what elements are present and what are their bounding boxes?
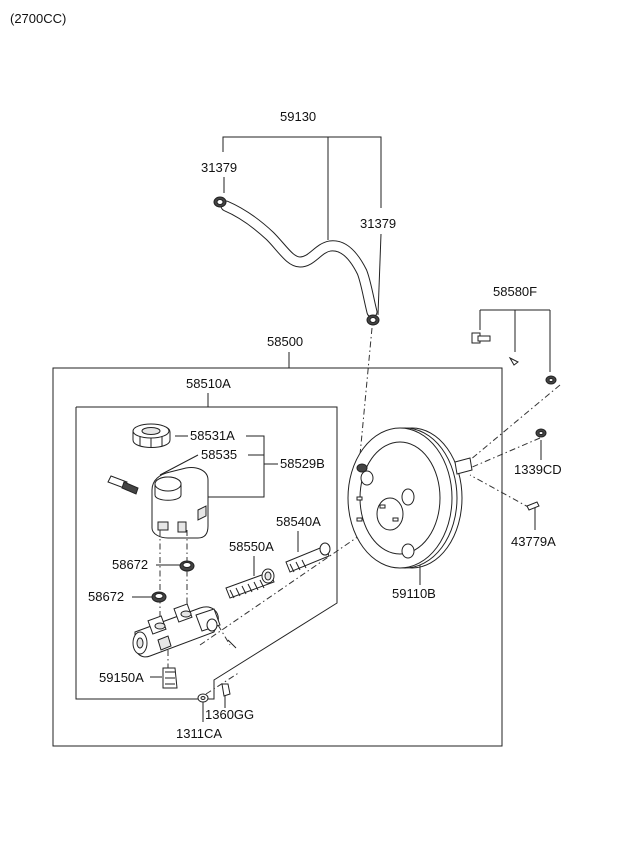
- assembly-frame-58500: [52, 367, 503, 747]
- label-58550A: 58550A: [229, 539, 274, 554]
- nut-icon-1339CD: [535, 428, 547, 438]
- variant-label: (2700CC): [10, 11, 66, 26]
- master-cylinder-icon: [132, 603, 221, 658]
- label-1360GG: 1360GG: [205, 707, 254, 722]
- label-58580F: 58580F: [493, 284, 537, 299]
- label-58531A: 58531A: [190, 428, 235, 443]
- mounting-group-58580F: 58580F 1339CD 43779A: [469, 284, 562, 549]
- grommet-icon-lower: [151, 591, 167, 603]
- label-58510A: 58510A: [186, 376, 231, 391]
- label-59130: 59130: [280, 109, 316, 124]
- label-31379-right: 31379: [360, 216, 396, 231]
- washer-icon-1360GG: [221, 683, 231, 697]
- label-43779A: 43779A: [511, 534, 556, 549]
- fitting-icon-59150A: [162, 667, 178, 689]
- label-59110B: 59110B: [392, 586, 436, 601]
- label-1339CD: 1339CD: [514, 462, 562, 477]
- nut-icon-1311CA: [197, 693, 209, 703]
- label-58540A: 58540A: [276, 514, 321, 529]
- leader-31379-right: [377, 233, 382, 316]
- brake-booster-icon: [347, 427, 473, 569]
- label-58529B: 58529B: [280, 456, 325, 471]
- label-31379-left: 31379: [201, 160, 237, 175]
- pin-icon-43779A: [526, 501, 540, 511]
- label-58672-upper: 58672: [112, 557, 148, 572]
- clevis-pin-icon: [471, 332, 491, 344]
- label-58672-lower: 58672: [88, 589, 124, 604]
- nut-icon-top: [545, 375, 557, 385]
- hose-clamp-left: [213, 196, 227, 208]
- brake-reservoir-icon: [151, 467, 209, 539]
- label-1311CA: 1311CA: [176, 726, 222, 741]
- clip-icon: [508, 356, 519, 366]
- label-58500: 58500: [267, 334, 303, 349]
- grommet-icon-upper: [179, 560, 195, 572]
- label-58535: 58535: [201, 447, 237, 462]
- vacuum-hose-group: 59130 31379 31379: [201, 109, 396, 456]
- hose-clamp-right: [366, 314, 380, 326]
- level-sensor-icon: [107, 475, 139, 495]
- piston-icon-58540A: [285, 542, 331, 573]
- reservoir-cap-icon: [132, 423, 171, 448]
- subassembly-frame-58510A: [75, 406, 338, 700]
- label-59150A: 59150A: [99, 670, 144, 685]
- leader-59130: [222, 136, 382, 139]
- piston-icon-58550A: [225, 568, 275, 599]
